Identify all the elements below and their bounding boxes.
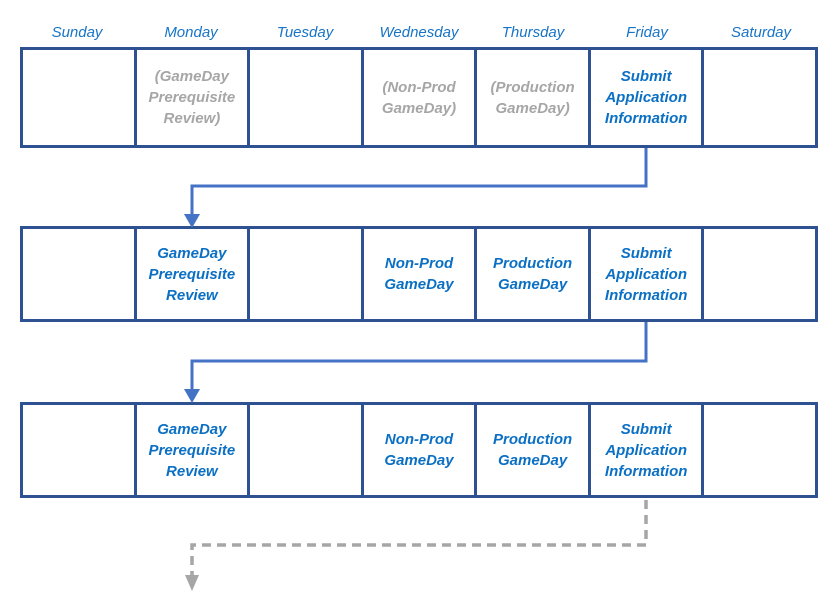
- week1-thursday-label: (Production GameDay): [490, 78, 575, 117]
- week2-thursday-cell: Production GameDay: [474, 229, 588, 319]
- week2-friday-cell: Submit Application Information: [587, 229, 702, 319]
- week3-friday-label: Submit Application Information: [604, 420, 688, 480]
- week3-saturday-cell: [701, 405, 815, 495]
- day-header-monday: Monday: [164, 24, 218, 41]
- day-header-sunday: Sunday: [51, 24, 103, 41]
- week3-monday-cell: GameDay Prerequisite Review: [133, 405, 248, 495]
- day-header-tuesday: Tuesday: [276, 24, 334, 41]
- week1-friday-cell: Submit Application Information: [587, 50, 702, 145]
- week3-sunday-cell: [23, 405, 134, 495]
- week3-thursday-label: Production GameDay: [493, 431, 573, 469]
- week1-sunday-cell: [23, 50, 134, 145]
- week1-friday-label: Submit Application Information: [604, 68, 688, 127]
- week3-wednesday-label: Non-Prod GameDay: [384, 431, 454, 469]
- week2-thursday-label: Production GameDay: [493, 255, 573, 293]
- week1-monday-label: (GameDay Prerequisite Review): [148, 68, 236, 127]
- week1-thursday-cell: (Production GameDay): [474, 50, 588, 145]
- flow-arrow-week2-to-week3: [184, 322, 648, 403]
- week2-monday-label: GameDay Prerequisite Review: [148, 244, 236, 304]
- flow-arrow-week3-to-next-cycle: [185, 500, 648, 591]
- week1-wednesday-label: (Non-Prod GameDay): [381, 78, 457, 117]
- day-header-saturday: Saturday: [730, 24, 792, 41]
- week1-saturday-cell: [701, 50, 815, 145]
- arrowhead-down-icon: [185, 575, 199, 591]
- week3-friday-cell: Submit Application Information: [587, 405, 702, 495]
- week2-saturday-cell: [701, 229, 815, 319]
- day-header-wednesday: Wednesday: [379, 24, 459, 41]
- week2-friday-label: Submit Application Information: [604, 244, 688, 304]
- week3-thursday-cell: Production GameDay: [474, 405, 588, 495]
- day-header-row: Sunday Monday Tuesday Wednesday Thursday…: [20, 21, 818, 45]
- day-header-friday: Friday: [626, 24, 668, 41]
- week-2-row: GameDay Prerequisite Review Non-Prod Gam…: [20, 226, 818, 322]
- arrowhead-down-icon: [184, 389, 200, 403]
- week2-tuesday-cell: [247, 229, 361, 319]
- week2-sunday-cell: [23, 229, 134, 319]
- week2-wednesday-label: Non-Prod GameDay: [384, 255, 454, 293]
- week1-tuesday-cell: [247, 50, 361, 145]
- week2-wednesday-cell: Non-Prod GameDay: [360, 229, 475, 319]
- week3-tuesday-cell: [247, 405, 361, 495]
- flow-arrow-week1-to-week2: [184, 148, 648, 228]
- week-1-row: (GameDay Prerequisite Review) (Non-Prod …: [20, 47, 818, 148]
- day-header-thursday: Thursday: [501, 24, 565, 41]
- week3-monday-label: GameDay Prerequisite Review: [148, 420, 236, 480]
- week-3-row: GameDay Prerequisite Review Non-Prod Gam…: [20, 402, 818, 498]
- week2-monday-cell: GameDay Prerequisite Review: [133, 229, 248, 319]
- week1-wednesday-cell: (Non-Prod GameDay): [360, 50, 475, 145]
- week3-wednesday-cell: Non-Prod GameDay: [360, 405, 475, 495]
- week1-monday-cell: (GameDay Prerequisite Review): [133, 50, 248, 145]
